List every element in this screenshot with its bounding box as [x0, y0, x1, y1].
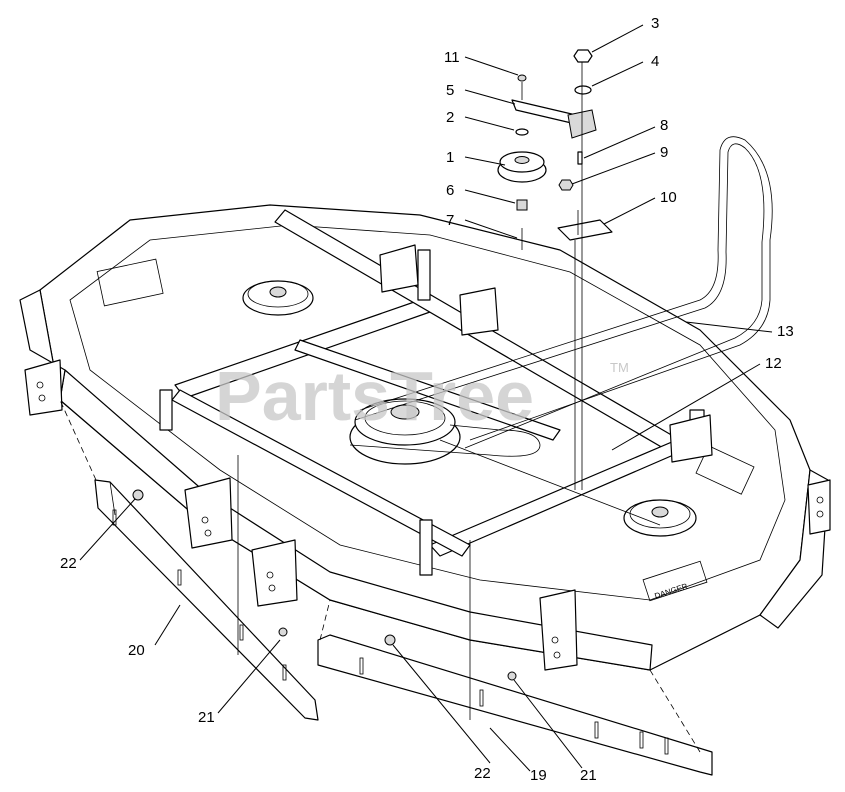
baffle-part-20	[94, 479, 319, 721]
callout-5: 5	[446, 82, 454, 99]
spacer-part-6	[516, 199, 528, 211]
bolt-part-21-right	[507, 671, 517, 681]
callout-1: 1	[446, 149, 454, 166]
callout-8: 8	[660, 117, 668, 134]
callout-21-left: 21	[198, 709, 215, 726]
baffle-part-19	[317, 634, 713, 776]
callout-10: 10	[660, 189, 677, 206]
callout-labels: 1 2 3 4 5 6 7 8 9 10 11 12 13 19 20 21 2…	[60, 15, 794, 784]
callout-4: 4	[651, 53, 659, 70]
callout-3: 3	[651, 15, 659, 32]
center-drive-pulley	[349, 398, 461, 465]
callout-19: 19	[530, 767, 547, 784]
pivot-plate-part-10	[557, 219, 613, 241]
nut-part-22-right	[384, 634, 396, 646]
watermark: PartsTree	[215, 357, 534, 435]
nut-part-9	[558, 179, 574, 191]
callout-12: 12	[765, 355, 782, 372]
right-spindle-pulley	[623, 499, 697, 537]
pin-part-8	[577, 151, 583, 165]
callout-leaders	[79, 24, 773, 772]
idler-arm-assembly	[497, 49, 613, 490]
callout-2: 2	[446, 109, 454, 126]
callout-22-left: 22	[60, 555, 77, 572]
washer-part-2	[515, 128, 529, 136]
capscrew-part-3	[573, 49, 593, 63]
callout-13: 13	[777, 323, 794, 340]
watermark-tm: TM	[610, 360, 629, 375]
callout-9: 9	[660, 144, 668, 161]
idler-pulley-part-1	[497, 151, 547, 183]
callout-21-right: 21	[580, 767, 597, 784]
callout-20: 20	[128, 642, 145, 659]
nut-part-11	[517, 74, 527, 82]
callout-11: 11	[444, 49, 460, 66]
callout-6: 6	[446, 182, 454, 199]
callout-7: 7	[446, 212, 454, 229]
deck-frame	[159, 209, 713, 576]
nut-part-22-left	[132, 489, 144, 501]
drive-belt	[349, 136, 773, 526]
bolt-part-21-left	[278, 627, 288, 637]
washer-part-4	[574, 85, 592, 95]
callout-22-right: 22	[474, 765, 491, 782]
left-spindle-pulley	[242, 280, 314, 316]
